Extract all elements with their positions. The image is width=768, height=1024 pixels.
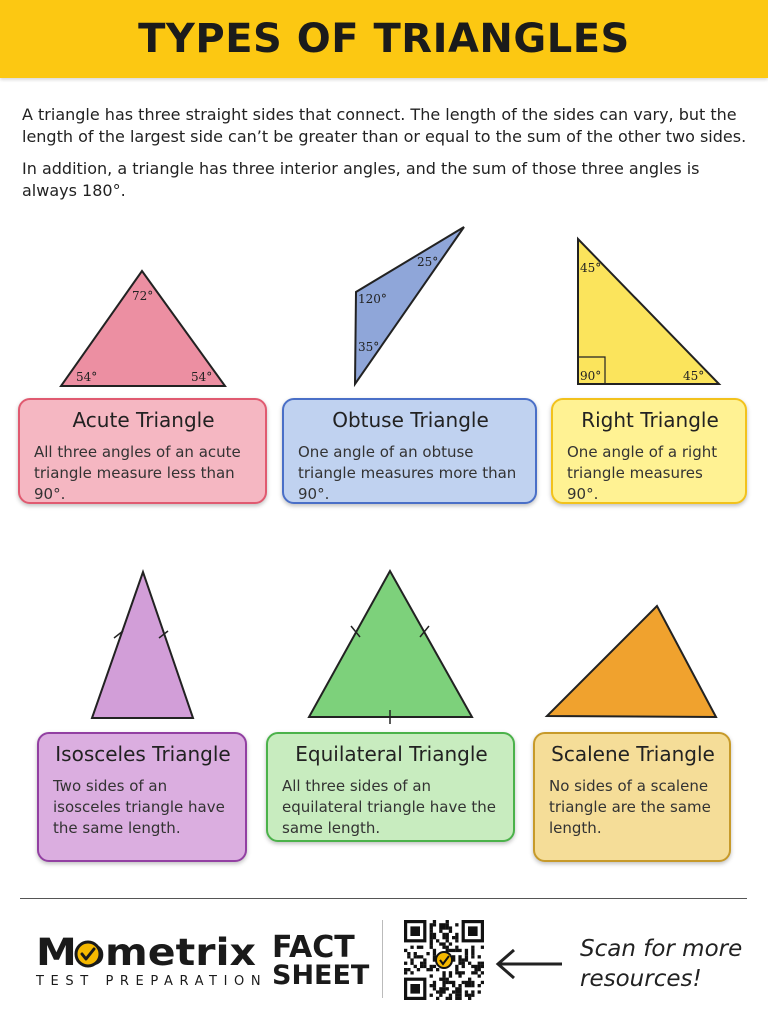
scan-text-line2: resources!	[580, 966, 702, 992]
acute-angle-right: 54°	[191, 370, 212, 384]
scalene-triangle-title: Scalene Triangle	[551, 742, 715, 766]
equilateral-triangle-card: Equilateral Triangle All three sides of …	[266, 732, 515, 842]
isosceles-triangle-figure	[90, 568, 195, 719]
obtuse-triangle-figure: 25° 120° 35°	[353, 226, 465, 388]
arrow-left-icon	[495, 948, 562, 980]
acute-triangle-card: Acute Triangle All three angles of an ac…	[18, 398, 267, 504]
footer-divider	[20, 898, 747, 899]
isosceles-triangle-shape	[90, 568, 195, 719]
right-angle-marker	[578, 356, 606, 384]
isosceles-tick-right	[158, 630, 169, 639]
acute-triangle-shape	[59, 269, 227, 387]
title-banner: TYPES OF TRIANGLES	[0, 0, 768, 78]
isosceles-triangle-description: Two sides of an isosceles triangle have …	[53, 777, 225, 837]
obtuse-angle-middle: 120°	[358, 292, 387, 306]
equilateral-triangle-shape	[307, 568, 474, 718]
acute-triangle-figure: 72° 54° 54°	[59, 269, 227, 387]
mometrix-logo-wordmark: Mometrix	[36, 931, 256, 974]
right-angle-corner: 90°	[580, 369, 601, 383]
qr-code-icon[interactable]	[404, 920, 484, 1000]
intro-paragraph-1: A triangle has three straight sides that…	[22, 105, 747, 146]
scalene-triangle-description: No sides of a scalene triangle are the s…	[549, 777, 711, 837]
fact-label-line1: FACT	[272, 930, 355, 965]
fact-label-line2: SHEET	[272, 960, 370, 991]
logo-subtitle: TEST PREPARATION	[36, 974, 268, 989]
mometrix-logo: Mometrix TEST PREPARATION	[36, 931, 268, 989]
right-triangle-shape	[577, 236, 722, 385]
right-triangle-description: One angle of a right triangle measures 9…	[567, 443, 718, 503]
equilateral-triangle-title: Equilateral Triangle	[295, 742, 488, 766]
right-angle-top: 45°	[580, 261, 601, 275]
footer-separator	[382, 920, 383, 998]
acute-angle-top: 72°	[132, 289, 153, 303]
equilateral-triangle-description: All three sides of an equilateral triang…	[282, 777, 496, 837]
obtuse-angle-top: 25°	[417, 255, 438, 269]
obtuse-triangle-description: One angle of an obtuse triangle measures…	[298, 443, 517, 503]
scalene-triangle-card: Scalene Triangle No sides of a scalene t…	[533, 732, 731, 862]
isosceles-tick-left	[113, 630, 124, 639]
obtuse-triangle-shape	[353, 226, 465, 388]
right-triangle-figure: 45° 90° 45°	[577, 236, 722, 385]
isosceles-triangle-title: Isosceles Triangle	[55, 742, 231, 766]
right-triangle-title: Right Triangle	[581, 408, 719, 432]
right-triangle-card: Right Triangle One angle of a right tria…	[551, 398, 747, 504]
page-title: TYPES OF TRIANGLES	[138, 16, 630, 62]
right-angle-right: 45°	[683, 369, 704, 383]
acute-angle-left: 54°	[76, 370, 97, 384]
scalene-triangle-figure	[544, 604, 718, 719]
logo-text: Mometrix	[36, 931, 256, 974]
scalene-triangle-shape	[544, 604, 718, 719]
acute-triangle-title: Acute Triangle	[72, 408, 215, 432]
equilateral-triangle-figure	[307, 568, 474, 724]
isosceles-triangle-card: Isosceles Triangle Two sides of an isosc…	[37, 732, 247, 862]
scan-text-line1: Scan for more	[580, 936, 743, 962]
acute-triangle-description: All three angles of an acute triangle me…	[34, 443, 241, 503]
obtuse-triangle-card: Obtuse Triangle One angle of an obtuse t…	[282, 398, 537, 504]
intro-text: A triangle has three straight sides that…	[22, 104, 752, 212]
scan-for-resources-text: Scan for more resources!	[580, 934, 742, 994]
obtuse-triangle-title: Obtuse Triangle	[332, 408, 489, 432]
intro-paragraph-2: In addition, a triangle has three interi…	[22, 159, 700, 200]
logo-check-icon	[74, 940, 102, 968]
fact-sheet-label: FACT SHEET	[272, 930, 370, 991]
obtuse-angle-bottom: 35°	[358, 340, 379, 354]
equilateral-tick-left	[350, 625, 361, 638]
equilateral-tick-right	[419, 625, 430, 638]
